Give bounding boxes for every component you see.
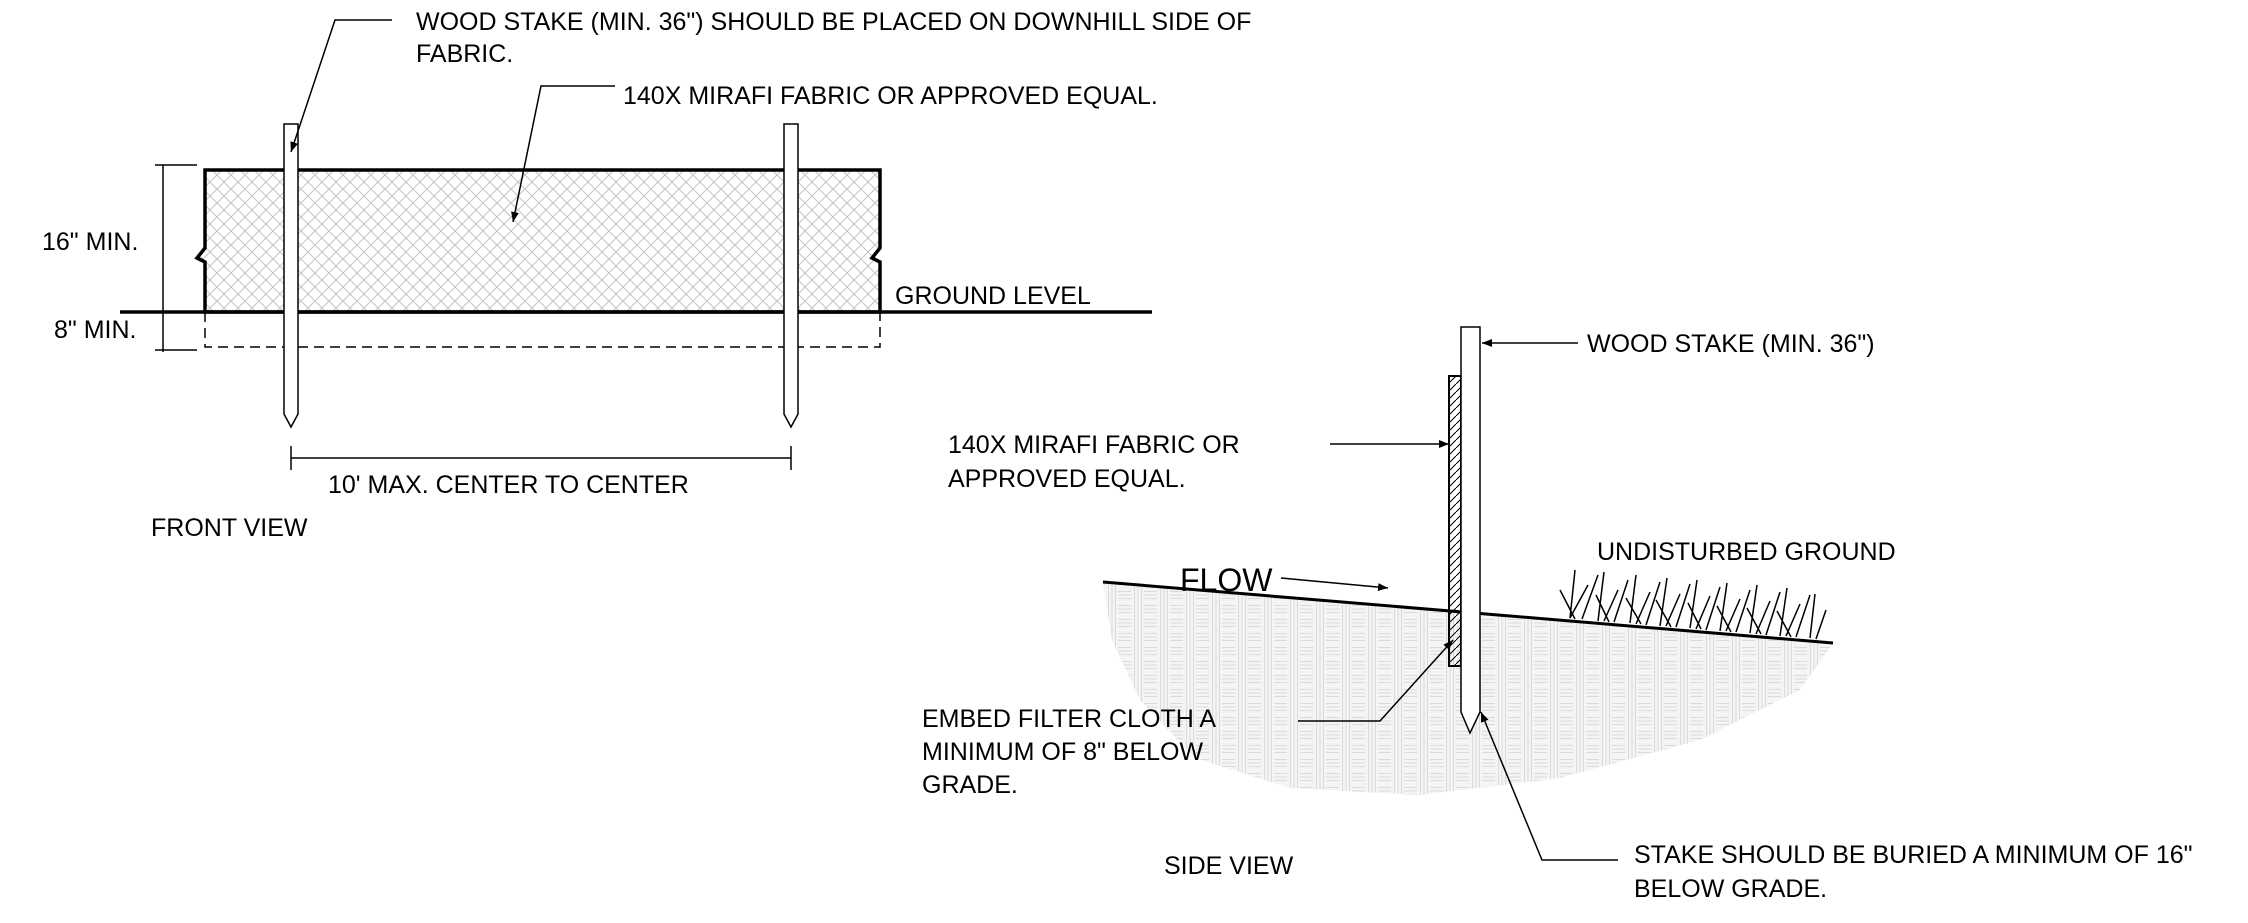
front-view: WOOD STAKE (MIN. 36") SHOULD BE PLACED O…: [42, 8, 1251, 542]
dim-height-label: 16" MIN.: [42, 228, 138, 256]
height-dimension: [155, 164, 197, 352]
undisturbed-grass: [1559, 569, 1827, 640]
side-fabric-line2: APPROVED EQUAL.: [948, 465, 1186, 493]
dim-embed-label: 8" MIN.: [54, 316, 137, 344]
side-view-title: SIDE VIEW: [1164, 852, 1294, 880]
bury-leader: [1480, 711, 1618, 861]
filter-fabric: [1448, 375, 1462, 667]
stake-left: [283, 123, 299, 429]
stake-right: [783, 123, 799, 429]
side-view: WOOD STAKE (MIN. 36") 140X MIRAFI FABRIC…: [922, 326, 2193, 903]
embed-note-line3: GRADE.: [922, 771, 1018, 799]
front-view-title: FRONT VIEW: [151, 514, 308, 542]
stake-note-line1: WOOD STAKE (MIN. 36") SHOULD BE PLACED O…: [416, 8, 1251, 36]
side-stake: [1460, 326, 1481, 735]
embed-leader: [1298, 639, 1454, 722]
stake-note-line2: FABRIC.: [416, 40, 513, 68]
ground-level-label: GROUND LEVEL: [895, 282, 1091, 310]
spacing-dimension: [290, 446, 792, 470]
stake-note-leader: [290, 19, 392, 153]
side-stake-label: WOOD STAKE (MIN. 36"): [1587, 330, 1875, 358]
flow-label: FLOW: [1180, 562, 1273, 598]
side-fabric-line1: 140X MIRAFI FABRIC OR: [948, 431, 1240, 459]
embed-note-line1: EMBED FILTER CLOTH A: [922, 705, 1216, 733]
fabric-panel: [194, 168, 882, 314]
fabric-note-leader: [511, 85, 615, 223]
bury-note-line2: BELOW GRADE.: [1634, 875, 1827, 903]
fabric-embedment-dashed: [204, 312, 881, 348]
embed-note-line2: MINIMUM OF 8" BELOW: [922, 738, 1204, 766]
spacing-label: 10' MAX. CENTER TO CENTER: [328, 471, 689, 499]
flow-arrow: [1280, 577, 1389, 592]
bury-note-line1: STAKE SHOULD BE BURIED A MINIMUM OF 16": [1634, 841, 2193, 869]
fabric-note: 140X MIRAFI FABRIC OR APPROVED EQUAL.: [623, 82, 1158, 110]
undisturbed-ground-label: UNDISTURBED GROUND: [1597, 538, 1896, 566]
